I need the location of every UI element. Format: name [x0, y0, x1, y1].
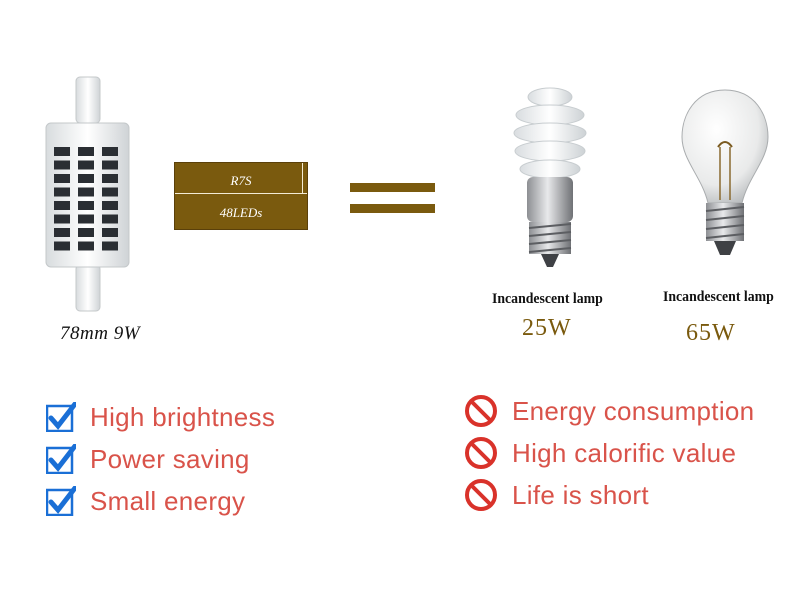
advantage-text: Power saving — [90, 443, 250, 474]
badge-divider — [175, 193, 307, 194]
led-chip — [78, 187, 94, 197]
prohibited-icon — [465, 437, 497, 469]
badge-accent-line — [302, 163, 303, 193]
disadvantage-item: High calorific value — [464, 434, 754, 472]
disadvantage-text: Energy consumption — [512, 395, 755, 426]
advantage-text: High brightness — [90, 401, 276, 432]
led-chip — [78, 228, 94, 237]
led-chip — [54, 147, 70, 156]
badge-socket-type: R7S — [230, 173, 252, 188]
advantage-text: Small energy — [90, 485, 246, 516]
led-chip — [102, 228, 118, 237]
led-chip — [54, 160, 70, 170]
advantage-item: High brightness — [46, 398, 275, 436]
cfl-spiral-bulb-icon — [505, 85, 595, 285]
disadvantage-item: Energy consumption — [464, 392, 754, 430]
lamp-name-incandescent: Incandescent lamp — [663, 289, 774, 305]
led-chip — [102, 147, 118, 156]
disadvantage-text: High calorific value — [512, 437, 737, 468]
led-chip — [102, 214, 118, 224]
led-bulb-icon — [45, 76, 130, 312]
checkbox-checked-icon — [46, 444, 76, 474]
lamp-name-cfl: Incandescent lamp — [492, 291, 603, 307]
led-chip — [78, 147, 94, 156]
equals-sign-bottom — [350, 204, 435, 213]
led-chip — [54, 241, 70, 251]
disadvantage-text: Life is short — [512, 479, 649, 510]
led-chip — [78, 241, 94, 251]
disadvantage-item: Life is short — [464, 476, 754, 514]
lamp-watt-cfl: 25W — [522, 315, 572, 341]
led-chip — [102, 160, 118, 170]
advantages-list: High brightness Power saving Small energ… — [46, 398, 275, 520]
led-spec-badge: R7S 48LEDs — [174, 162, 308, 230]
disadvantages-list: Energy consumption High calorific value … — [464, 392, 754, 514]
advantage-item: Power saving — [46, 440, 275, 478]
led-chip — [78, 160, 94, 170]
incandescent-bulb-icon — [680, 85, 770, 285]
led-chip — [102, 201, 118, 210]
badge-led-count: 48LEDs — [219, 205, 263, 220]
advantage-item: Small energy — [46, 482, 275, 520]
led-chip — [54, 201, 70, 210]
led-chip — [78, 201, 94, 210]
led-chip — [102, 187, 118, 197]
led-chip — [78, 214, 94, 224]
led-chip — [54, 174, 70, 183]
checkbox-checked-icon — [46, 402, 76, 432]
checkbox-checked-icon — [46, 486, 76, 516]
led-chip — [54, 187, 70, 197]
equals-sign-top — [350, 183, 435, 192]
lamp-watt-incandescent: 65W — [686, 320, 736, 346]
prohibited-icon — [465, 479, 497, 511]
led-chip — [54, 228, 70, 237]
led-chip — [102, 174, 118, 183]
led-chip — [102, 241, 118, 251]
led-r7s-bulb-image — [40, 75, 135, 315]
led-spec-label: 78mm 9W — [60, 323, 141, 344]
led-chip — [54, 214, 70, 224]
led-chip — [78, 174, 94, 183]
prohibited-icon — [465, 395, 497, 427]
